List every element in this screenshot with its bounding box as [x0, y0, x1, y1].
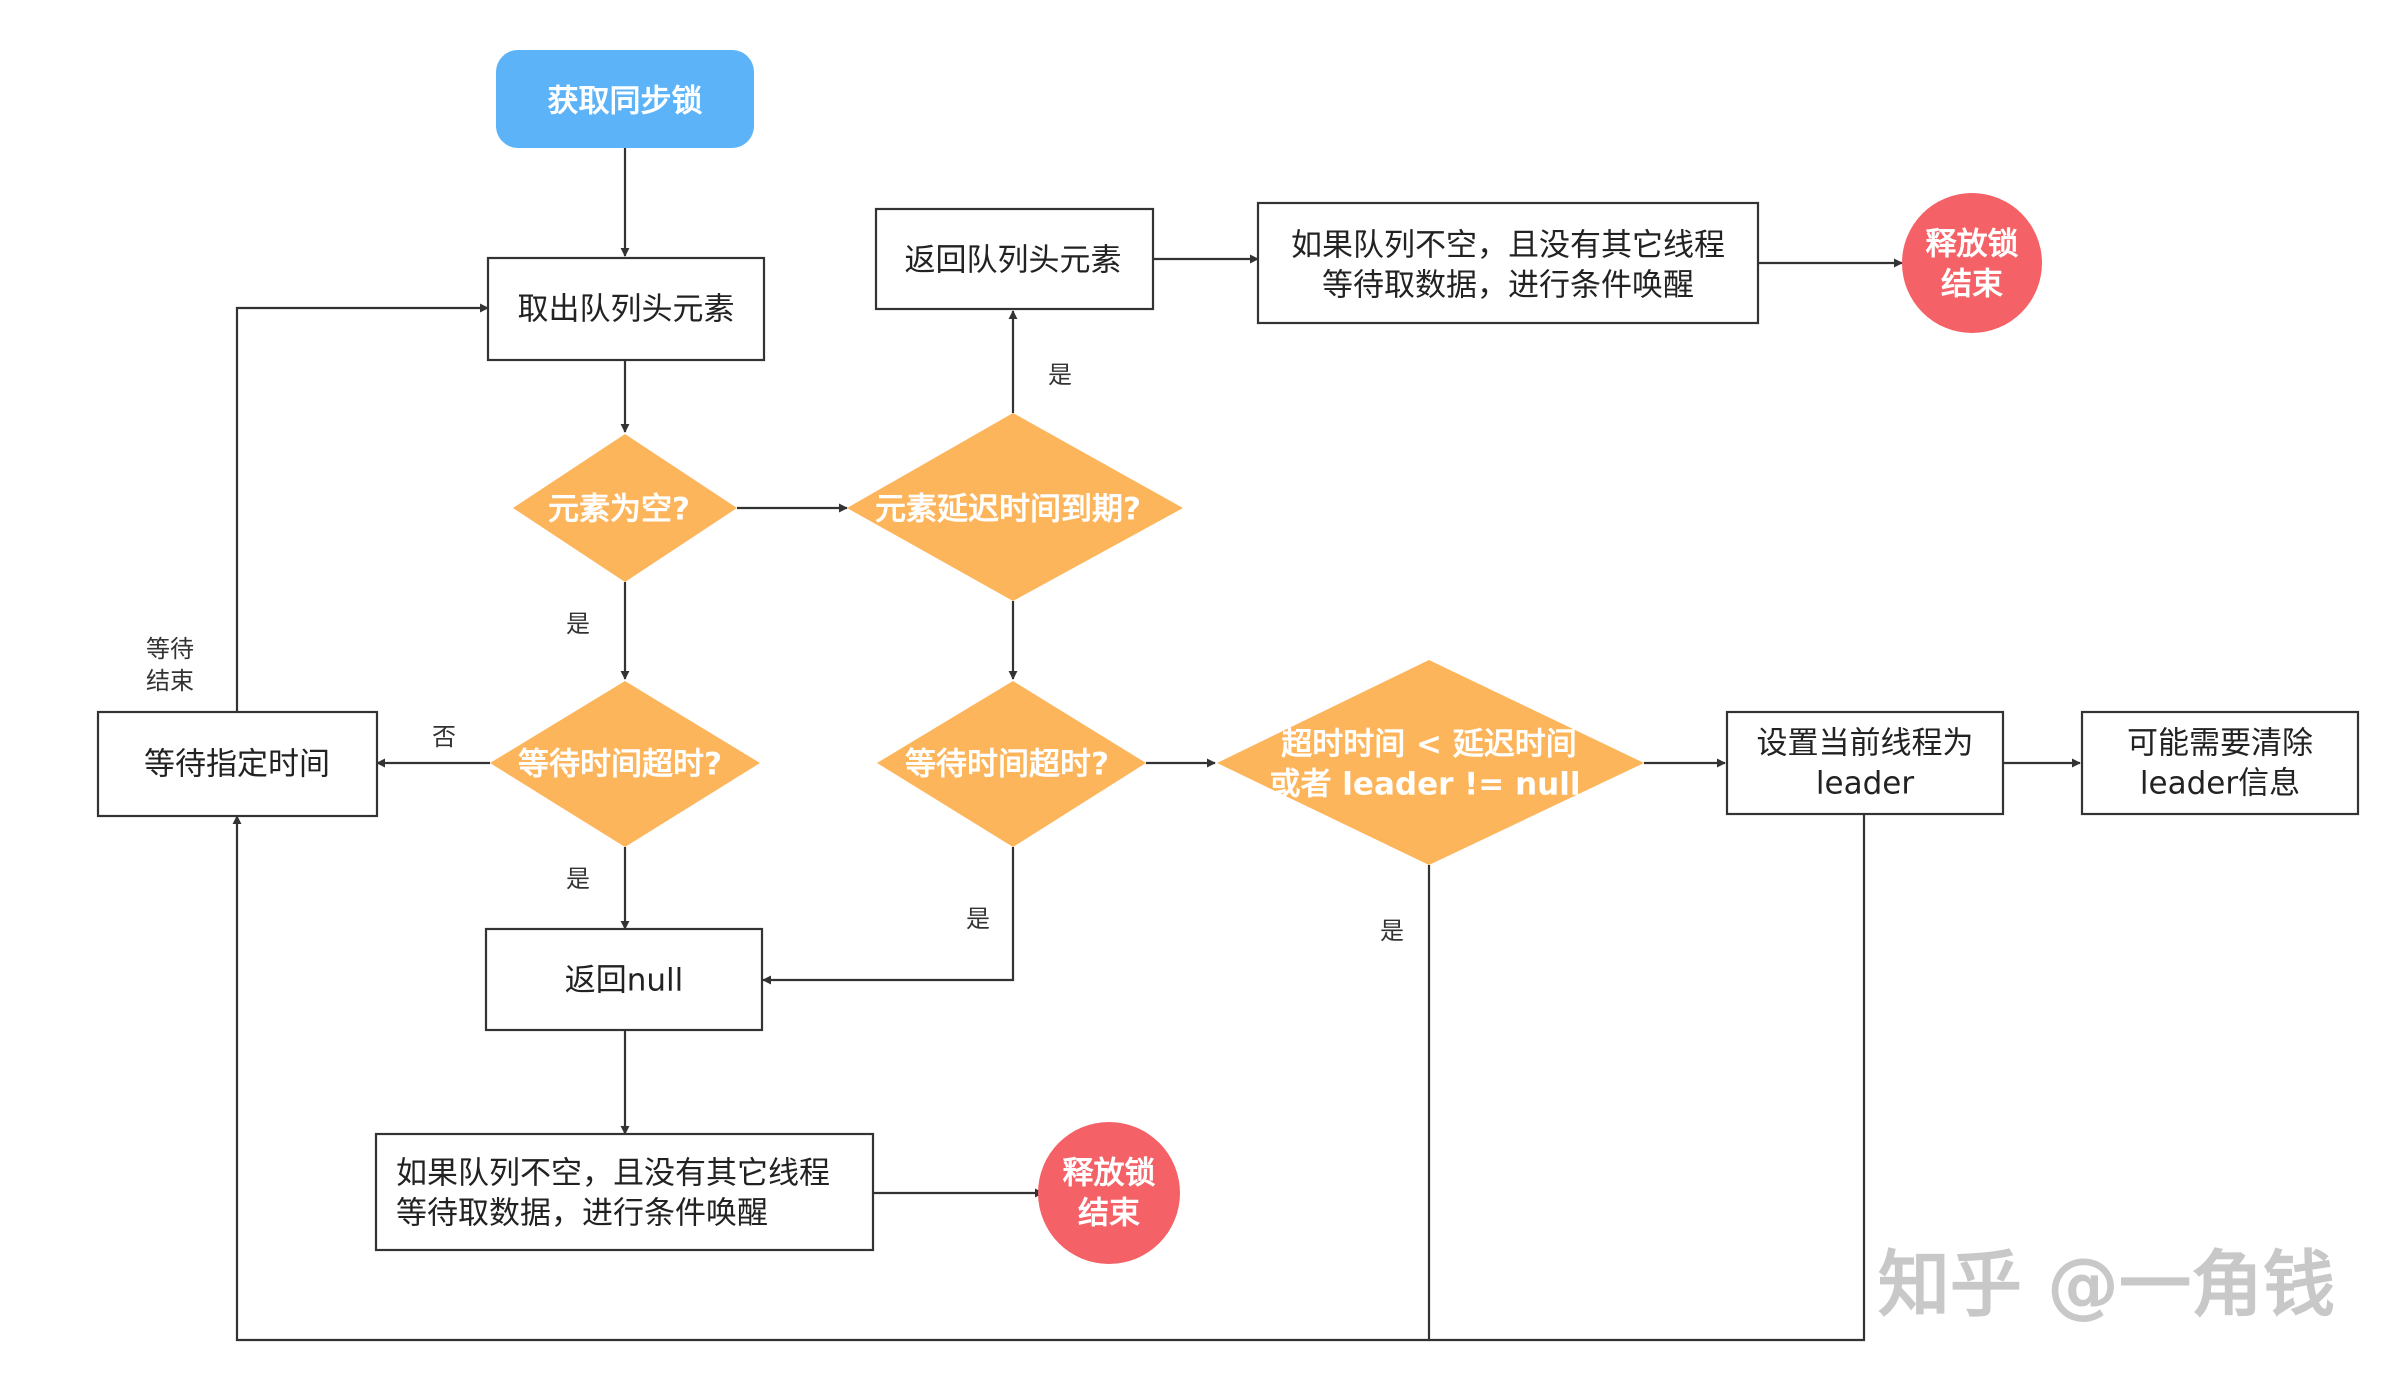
- edges: [232, 148, 2081, 1342]
- label-yes-is-empty: 是: [566, 610, 590, 638]
- is-empty-decision: 元素为空?: [513, 434, 737, 582]
- signal-top-line-2: 等待取数据，进行条件唤醒: [1322, 268, 1694, 304]
- label-yes-check-leader: 是: [1380, 917, 1404, 945]
- release-top-line-2: 结束: [1941, 267, 2003, 303]
- check-leader-decision: 超时时间 < 延迟时间 或者 leader != null: [1217, 660, 1644, 865]
- take-head-label: 取出队列头元素: [518, 292, 735, 328]
- wait-specified-box: 等待指定时间: [96, 710, 379, 818]
- set-leader-line-2: leader: [1816, 766, 1914, 802]
- signal-top-line-1: 如果队列不空，且没有其它线程: [1291, 228, 1725, 264]
- start-node: 获取同步锁: [496, 50, 754, 148]
- wait-end-note-line-2: 结束: [146, 667, 194, 695]
- edge-wait-timeout-mid-to-return-null: [762, 847, 1015, 985]
- label-no-wait-specified: 否: [432, 723, 456, 751]
- signal-top-box: 如果队列不空，且没有其它线程 等待取数据，进行条件唤醒: [1256, 201, 1760, 325]
- start-node-label: 获取同步锁: [548, 84, 703, 120]
- label-yes-return-head: 是: [1048, 361, 1072, 389]
- check-leader-line-2: 或者 leader != null: [1270, 767, 1581, 803]
- wait-specified-label: 等待指定时间: [144, 747, 330, 783]
- clear-leader-line-1: 可能需要清除: [2127, 726, 2313, 762]
- clear-leader-line-2: leader信息: [2140, 766, 2300, 802]
- return-head-label: 返回队列头元素: [905, 243, 1122, 279]
- signal-bottom-line-1: 如果队列不空，且没有其它线程: [396, 1156, 830, 1192]
- set-leader-box: 设置当前线程为 leader: [1725, 710, 2005, 816]
- release-bottom-line-2: 结束: [1078, 1196, 1140, 1232]
- label-yes-return-null-left: 是: [566, 865, 590, 893]
- check-leader-line-1: 超时时间 < 延迟时间: [1281, 727, 1577, 763]
- edge-labels: 是 是 否 是 是 是: [432, 361, 1404, 945]
- return-null-label: 返回null: [565, 963, 684, 999]
- wait-timeout-left-label: 等待时间超时?: [518, 747, 722, 783]
- delay-expired-label: 元素延迟时间到期?: [875, 492, 1141, 528]
- signal-bottom-box: 如果队列不空，且没有其它线程 等待取数据，进行条件唤醒: [374, 1132, 875, 1252]
- edge-wait-specified-to-take-head: [235, 303, 489, 712]
- release-top-terminal: 释放锁 结束: [1902, 193, 2042, 333]
- set-leader-line-1: 设置当前线程为: [1757, 726, 1974, 762]
- wait-end-note: 等待 结束: [146, 635, 194, 695]
- delay-expired-decision: 元素延迟时间到期?: [847, 413, 1183, 601]
- wait-timeout-mid-label: 等待时间超时?: [905, 747, 1109, 783]
- watermark: 知乎 @一角钱: [1878, 1243, 2335, 1327]
- take-head-box: 取出队列头元素: [486, 256, 766, 362]
- return-head-box: 返回队列头元素: [874, 207, 1155, 311]
- edge-set-leader-to-wait-specified: [1429, 814, 1866, 1342]
- label-yes-return-null-mid: 是: [966, 905, 990, 933]
- clear-leader-box: 可能需要清除 leader信息: [2080, 710, 2360, 816]
- edge-check-leader-to-wait-specified: [232, 815, 1431, 1342]
- wait-end-note-line-1: 等待: [146, 635, 194, 663]
- wait-timeout-left-decision: 等待时间超时?: [490, 681, 760, 847]
- release-bottom-line-1: 释放锁: [1063, 1156, 1156, 1192]
- is-empty-label: 元素为空?: [548, 492, 690, 528]
- release-top-line-1: 释放锁: [1926, 227, 2019, 263]
- signal-bottom-line-2: 等待取数据，进行条件唤醒: [396, 1196, 768, 1232]
- wait-timeout-mid-decision: 等待时间超时?: [877, 681, 1146, 847]
- release-bottom-terminal: 释放锁 结束: [1038, 1122, 1180, 1264]
- return-null-box: 返回null: [484, 927, 764, 1032]
